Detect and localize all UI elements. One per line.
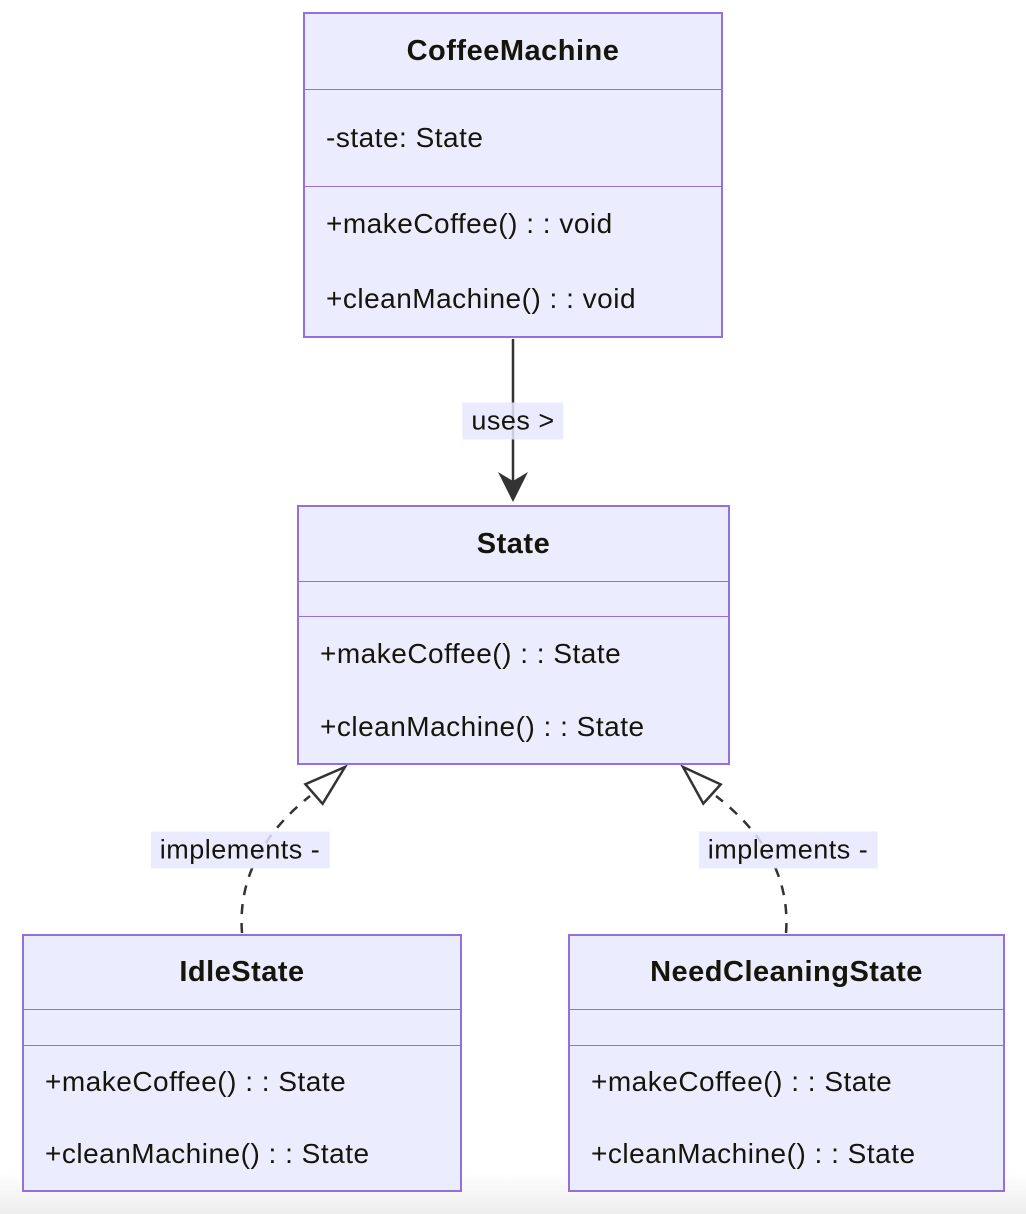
class-state-title: State	[299, 507, 728, 582]
implements-edge-label-right: implements -	[698, 831, 878, 869]
uses-edge-label: uses >	[462, 402, 564, 440]
class-needcleaningstate-methods: +makeCoffee() : : State +cleanMachine() …	[570, 1046, 1003, 1190]
method-line: +cleanMachine() : : State	[320, 710, 645, 742]
class-state-methods: +makeCoffee() : : State +cleanMachine() …	[299, 617, 728, 763]
class-coffeemachine-attributes: -state: State	[305, 90, 721, 187]
class-state-attributes	[299, 582, 728, 617]
method-line: +cleanMachine() : : void	[326, 282, 637, 314]
implements-edge-label-left: implements -	[150, 831, 330, 869]
class-coffeemachine: CoffeeMachine -state: State +makeCoffee(…	[303, 12, 723, 338]
class-idlestate: IdleState +makeCoffee() : : State +clean…	[22, 934, 462, 1192]
method-line: +makeCoffee() : : State	[320, 637, 622, 669]
class-state: State +makeCoffee() : : State +cleanMach…	[297, 505, 730, 765]
class-coffeemachine-methods: +makeCoffee() : : void +cleanMachine() :…	[305, 187, 721, 336]
method-line: +makeCoffee() : : State	[591, 1066, 893, 1097]
class-idlestate-attributes	[24, 1010, 460, 1046]
class-idlestate-title: IdleState	[24, 936, 460, 1010]
method-line: +makeCoffee() : : State	[45, 1066, 347, 1097]
method-line: +cleanMachine() : : State	[45, 1138, 370, 1169]
class-coffeemachine-title: CoffeeMachine	[305, 14, 721, 90]
class-needcleaningstate: NeedCleaningState +makeCoffee() : : Stat…	[568, 934, 1005, 1192]
attribute-line: -state: State	[326, 122, 484, 153]
class-needcleaningstate-title: NeedCleaningState	[570, 936, 1003, 1010]
idlestate-realization-triangle-icon	[303, 764, 349, 806]
method-line: +makeCoffee() : : void	[326, 208, 613, 240]
uses-arrowhead-icon	[498, 472, 528, 502]
method-line: +cleanMachine() : : State	[591, 1138, 916, 1169]
class-idlestate-methods: +makeCoffee() : : State +cleanMachine() …	[24, 1046, 460, 1190]
needcleaningstate-realization-triangle-icon	[680, 764, 723, 806]
class-needcleaningstate-attributes	[570, 1010, 1003, 1046]
